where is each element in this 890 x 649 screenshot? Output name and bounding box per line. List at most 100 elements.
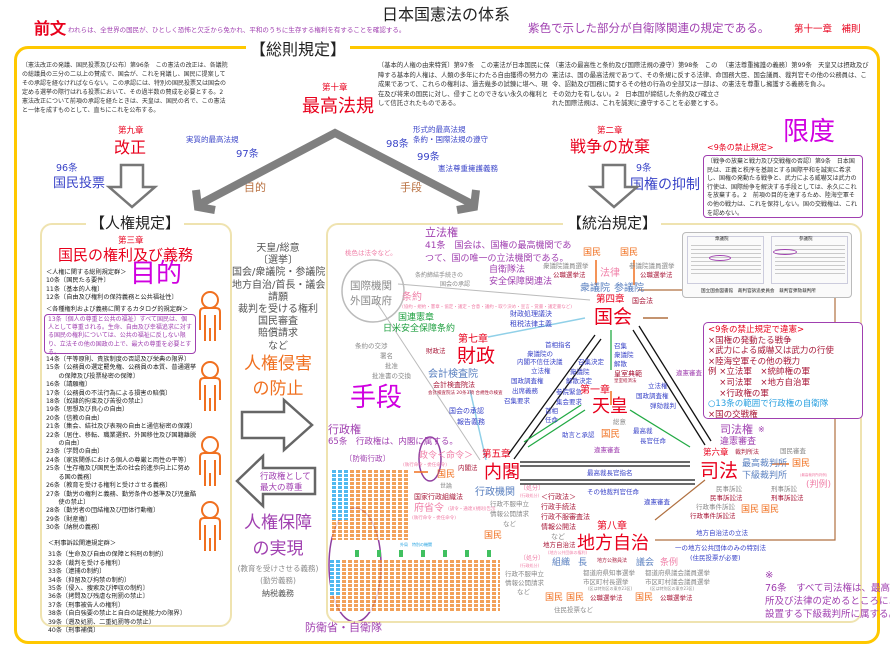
cabinet-order-sub-label: (執行命令・委任命令) [403,463,448,468]
audit-law-label: 会計検査院法 [433,381,475,389]
appeal2-2-label: など [517,588,530,596]
conv-3-label: 参院緊急 [556,388,582,396]
conv-4-label: 集会要求 [556,398,582,406]
diet-chart-thumbnail: 衆議院 参議院 国立国会図書館 裁判官訴追委員会 裁判官弾劾裁判所 [682,232,852,298]
restraint-of-state-power: 国権の抑制 [630,177,700,193]
group-heading: ＜人権に関する総則規定群＞ [46,269,127,276]
rights-heading: 【人権規定】 [86,212,185,233]
list-item: 国民審査 [258,316,298,328]
ministry-order-label: 府省令 [414,503,444,514]
agencies-title: 外局 特別の機関 [400,542,432,547]
list-item: の保障及び投票秘密の保障〕 [46,372,139,380]
cabinet-order-label: 政令＜命令＞ [419,451,474,461]
appeal2-0-label: 行政不服申立 [505,570,544,578]
admin-list-3-label: など [551,533,565,541]
thumb-highlight [709,255,731,261]
treaty-sub-label: (協約・規約・憲章・協定・議定・合意・議約・取り決め・宣言・覚書・議定書など) [402,305,573,310]
d2c-2-label: 内閣不信任決議 [517,358,563,366]
list-item: 20条〔信教の自由〕 [46,414,104,422]
conv-2-label: 解散決定 [566,377,592,385]
article-99: 〔憲法尊重擁護の義務〕第99条 天皇又は摂政及び国務大臣、国会議員、裁判官その他… [722,62,869,88]
gov-elect1-label: 都道府県知事選挙 [583,569,635,577]
j-nom1-label: 最高裁長官指名 [587,469,633,477]
asm-elect3-label: (区は特別区の東京23区) [650,586,695,591]
list-item: 16条〔請願権〕 [46,381,91,389]
assembly-label: 議会 [636,558,655,568]
thumb-hr: 衆議院 [715,237,729,242]
head-label: 長 [578,558,588,568]
gov-elect3-label: (区は特別区の東京23区) [588,586,633,591]
gov-elect2-label: 市区町村長選挙 [583,578,629,586]
violations-title: <9条の禁止規定で違憲> [708,325,805,335]
list-item: 40条〔刑事補償〕 [48,627,100,635]
d2c-4-label: 国政調査権 [511,377,544,385]
purple-note: 紫色で示した部分が自衛隊関連の規定である。 [528,21,770,35]
rights-catalog-list: 14条〔平等原則、貴族制度の否認及び栄典の限界〕15条〔公務員の選定罷免権、公務… [46,356,196,533]
article-96-label: 96条 [56,163,78,174]
list-item: 23条〔学問の自由〕 [46,448,104,456]
cabinet-org-chart-blue [332,470,350,520]
kokumin4-label: 国民 [484,531,503,541]
list-item: 15条〔公務員の選定罷免権、公務員の本質、普通選挙 [46,364,197,372]
supreme-law-arrows [198,128,474,208]
prevent-label-2: の防止 [252,379,304,399]
pm-app2-label: 任命 [545,416,558,424]
article-9-box: 〔戦争の放棄と戦力及び交戦権の否認〕第9条 日本国民は、正義と秩序を基調とする国… [703,155,863,218]
admin-suit-law-label: 行政事件訴訟法 [690,512,736,520]
advice-label: 助言と承認 [562,431,595,439]
hr-label: 衆議院 [580,283,610,294]
kokumin-label: 国民 [583,248,602,258]
respect-arrow-label-2: 最大の尊重 [260,483,303,493]
group-heading: ＜各種権利および義務に関するカタログ的規定群＞ [46,305,189,313]
list-item: 裁判を受ける権利 [238,304,318,316]
thumb-footer: 国立国会図書館 裁判官訴追委員会 裁判官弾劾裁判所 [701,289,816,294]
list-item: 14条〔平等原則、貴族制度の否認及び栄典の限界〕 [46,356,190,363]
intl1-label: 国際機関 [350,280,392,292]
means-label: 手段 [400,181,422,194]
kokumin9-label: 国民 [741,505,760,515]
list-item: 32条〔裁判を受ける権利〕 [48,559,124,567]
duty-education: (教育を受けさせる義務) [237,564,319,573]
chapter-10: 第十章 [322,83,348,93]
list-item: 29条〔財産権〕 [46,515,91,523]
pub-elect3-label: 公職選挙法 [660,594,693,602]
judiciary-label: 司法 [700,460,739,482]
thumb-hr-panel [687,236,764,284]
special1-label: 一の地方公共団体のみの特別法 [675,544,766,552]
article-76-2: 所及び法律の定めるところにより [765,596,890,607]
conv-0-label: 召集決定 [578,358,604,366]
general-provisions-frame [14,46,880,644]
group-heading: ＜刑事訴訟関連規定群＞ [48,540,117,547]
treaty-label: 条約 [402,292,422,303]
local-label: 地方自治 [577,533,649,554]
preamble-label: 前文 [34,19,67,38]
head-law-label: 地方公務員法 [597,558,628,564]
security-law-label: 安全保障関連法 [489,277,553,287]
disposal2-sub-label: (行政処分) [520,563,540,568]
list-item: 33条〔逮捕の制約〕 [48,568,106,576]
disposal-label: 〔処分〕 [520,485,545,492]
amendment-down-arrow [105,163,159,209]
governance-triangle [507,325,712,485]
anpo-label: 日米安全保障条約 [383,324,456,334]
left-arrow-respect [235,453,317,509]
chapter-2: 第二章 [597,126,623,136]
treaty-steps-2-label: 批准 [385,362,398,370]
low-court-label: 下級裁判所 [742,471,788,481]
article-96: 〔憲法改正の発議、国民投票及び公布〕第96条 この憲法の改正は、各議院の総議員の… [22,62,230,114]
ch7-label: 第七章 [458,334,488,345]
d2c-3-label: 立法権 [531,367,551,375]
supplementary-chapter: 第十一章 補則 [794,24,861,35]
emp2d-0-label: 召集 [614,342,627,350]
respect-arrow-label-1: 行政権として [260,472,311,482]
opinion-label: 世論 [440,483,453,490]
fin-dec2-label: 租税法律主義 [510,320,552,328]
special2-label: (住民投票が必要) [690,554,741,562]
intl2-label: 外国政府 [350,295,392,307]
will-label: 総意 [613,418,626,426]
kokumin5-label: 国民 [545,593,564,603]
war-down-arrow [587,163,641,209]
list-item: 34条〔抑留及び拘禁の制約〕 [48,576,131,584]
list-item: 30条〔納税の義務〕 [46,524,104,532]
